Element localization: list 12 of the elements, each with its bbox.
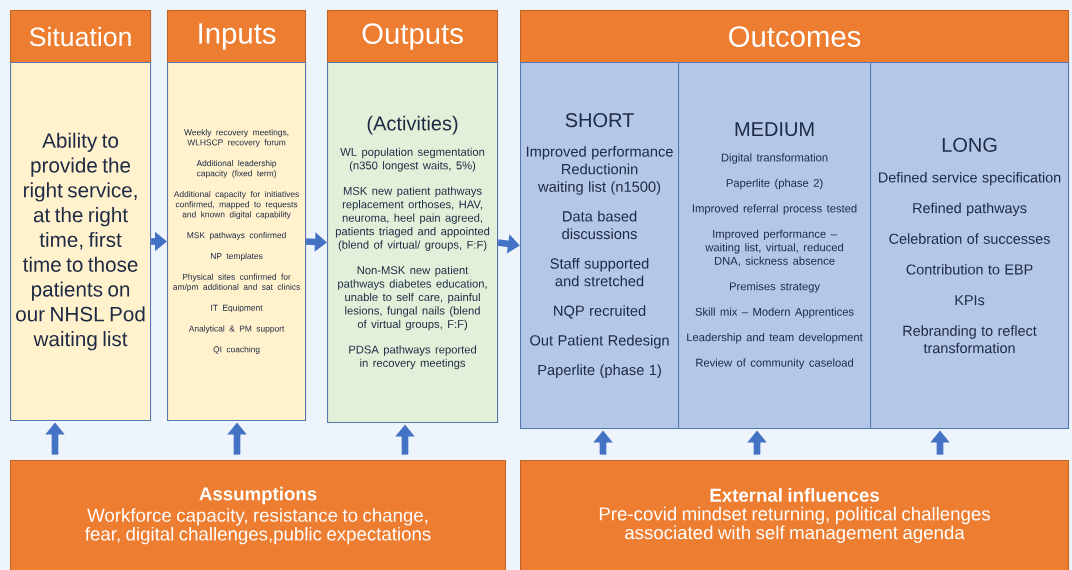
outcome-column: LONG Defined service specification Refined pathways Celebration of successes Contribution to EBP KPIs Rebranding to reflect transformation	[870, 62, 1070, 430]
assumption-box: External influences Pre-covid mindset returning, political challenges associated with self management agenda	[520, 460, 1070, 570]
outcome-column: MEDIUM Digital transformation Paperlite (phase 2) Improved referral process tested Improved performance – waiting list, virtual, reduced DNA, sickness absence Premises strategy Skill mix – Modern Apprentices Leadership and team development Review of community caseload	[678, 62, 872, 430]
outcome-column: SHORT Improved performance Reductionin waiting list (n1500) Data based discussions Staff supported and stretched NQP recruited Out Patient Redesign Paperlite (phase 1)	[520, 62, 680, 430]
header-box: Situation	[10, 10, 152, 64]
assumption-box: Assumptions Workforce capacity, resistance to change, fear, digital challenges,public expectations	[10, 460, 507, 570]
content-box: Ability to provide the right service, at the right time, first time to those patients on our NHSL Pod waiting list	[10, 62, 152, 422]
content-box: Weekly recovery meetings, WLHSCP recovery forum Additional leadership capacity (fixed term) Additional capacity for initiatives confirmed, mapped to requests and known digital capability MSK pathways confirmed NP templates Physical sites confirmed for am/pm additional and sat clinics IT Equipment Analytical & PM support QI coaching	[167, 62, 307, 422]
content-box: (Activities) WL population segmentation (n350 longest waits, 5%) MSK new patient pathways replacement orthoses, HAV, neuroma, heel pain agreed, patients triaged and appointed (blend of virtual/ groups, F:F) Non-MSK new patient pathways diabetes education, unable to self care, painful lesions, fungal nails (blend of virtual groups, F:F) PDSA pathways reported in recovery meetings	[327, 62, 499, 424]
header-box: Outputs	[327, 10, 499, 64]
header-box: Outcomes	[520, 10, 1070, 64]
header-box: Inputs	[167, 10, 307, 64]
